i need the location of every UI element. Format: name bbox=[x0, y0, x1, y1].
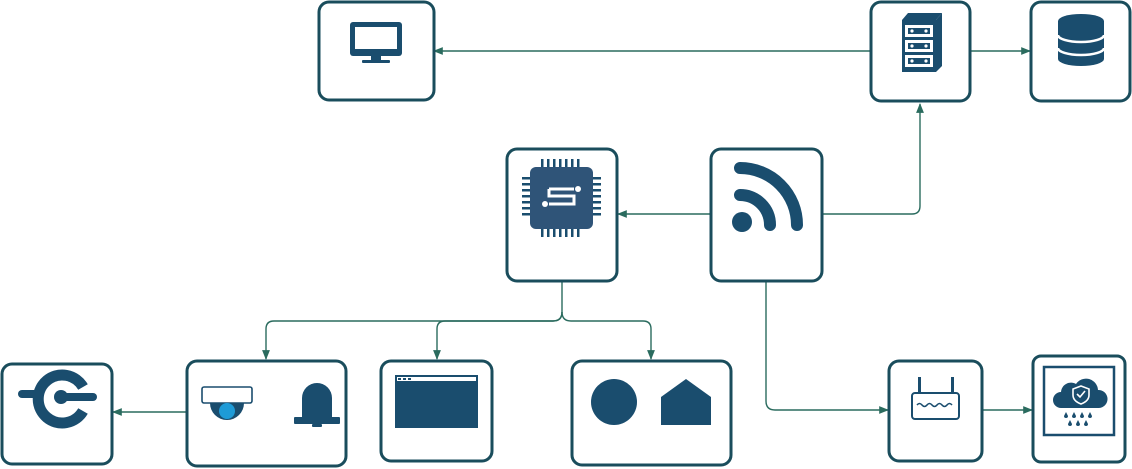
edge-feed-router bbox=[765, 282, 889, 414]
rain-drops-icon bbox=[1064, 412, 1092, 426]
node-processor[interactable] bbox=[505, 147, 619, 283]
router-icon bbox=[911, 377, 960, 420]
edge-feed-server bbox=[822, 103, 924, 215]
alarm-bell-icon bbox=[294, 383, 340, 427]
node-cloud[interactable] bbox=[1031, 354, 1127, 464]
node-feed[interactable] bbox=[709, 147, 824, 283]
edge-processor-panel bbox=[433, 311, 563, 360]
database-icon bbox=[1056, 14, 1106, 66]
display-panel-icon bbox=[395, 375, 478, 428]
security-camera-icon bbox=[201, 386, 253, 420]
circle-and-house-icon bbox=[591, 379, 711, 425]
secure-cloud-icon bbox=[1053, 378, 1108, 426]
server-cabinet-icon bbox=[902, 13, 942, 72]
node-server[interactable] bbox=[869, 0, 972, 103]
node-sensors[interactable] bbox=[185, 359, 348, 468]
edge-processor-shapes bbox=[561, 311, 655, 360]
node-monitor[interactable] bbox=[317, 0, 436, 102]
rss-feed-icon bbox=[732, 162, 803, 232]
node-shapes[interactable] bbox=[570, 359, 733, 467]
node-connector[interactable] bbox=[0, 362, 114, 466]
node-panel[interactable] bbox=[379, 359, 494, 463]
microchip-icon bbox=[522, 159, 601, 237]
monitor-icon bbox=[350, 22, 402, 63]
connector-icon bbox=[18, 369, 97, 429]
node-database[interactable] bbox=[1029, 0, 1132, 103]
edges bbox=[112, 47, 1033, 416]
node-router[interactable] bbox=[887, 359, 984, 463]
